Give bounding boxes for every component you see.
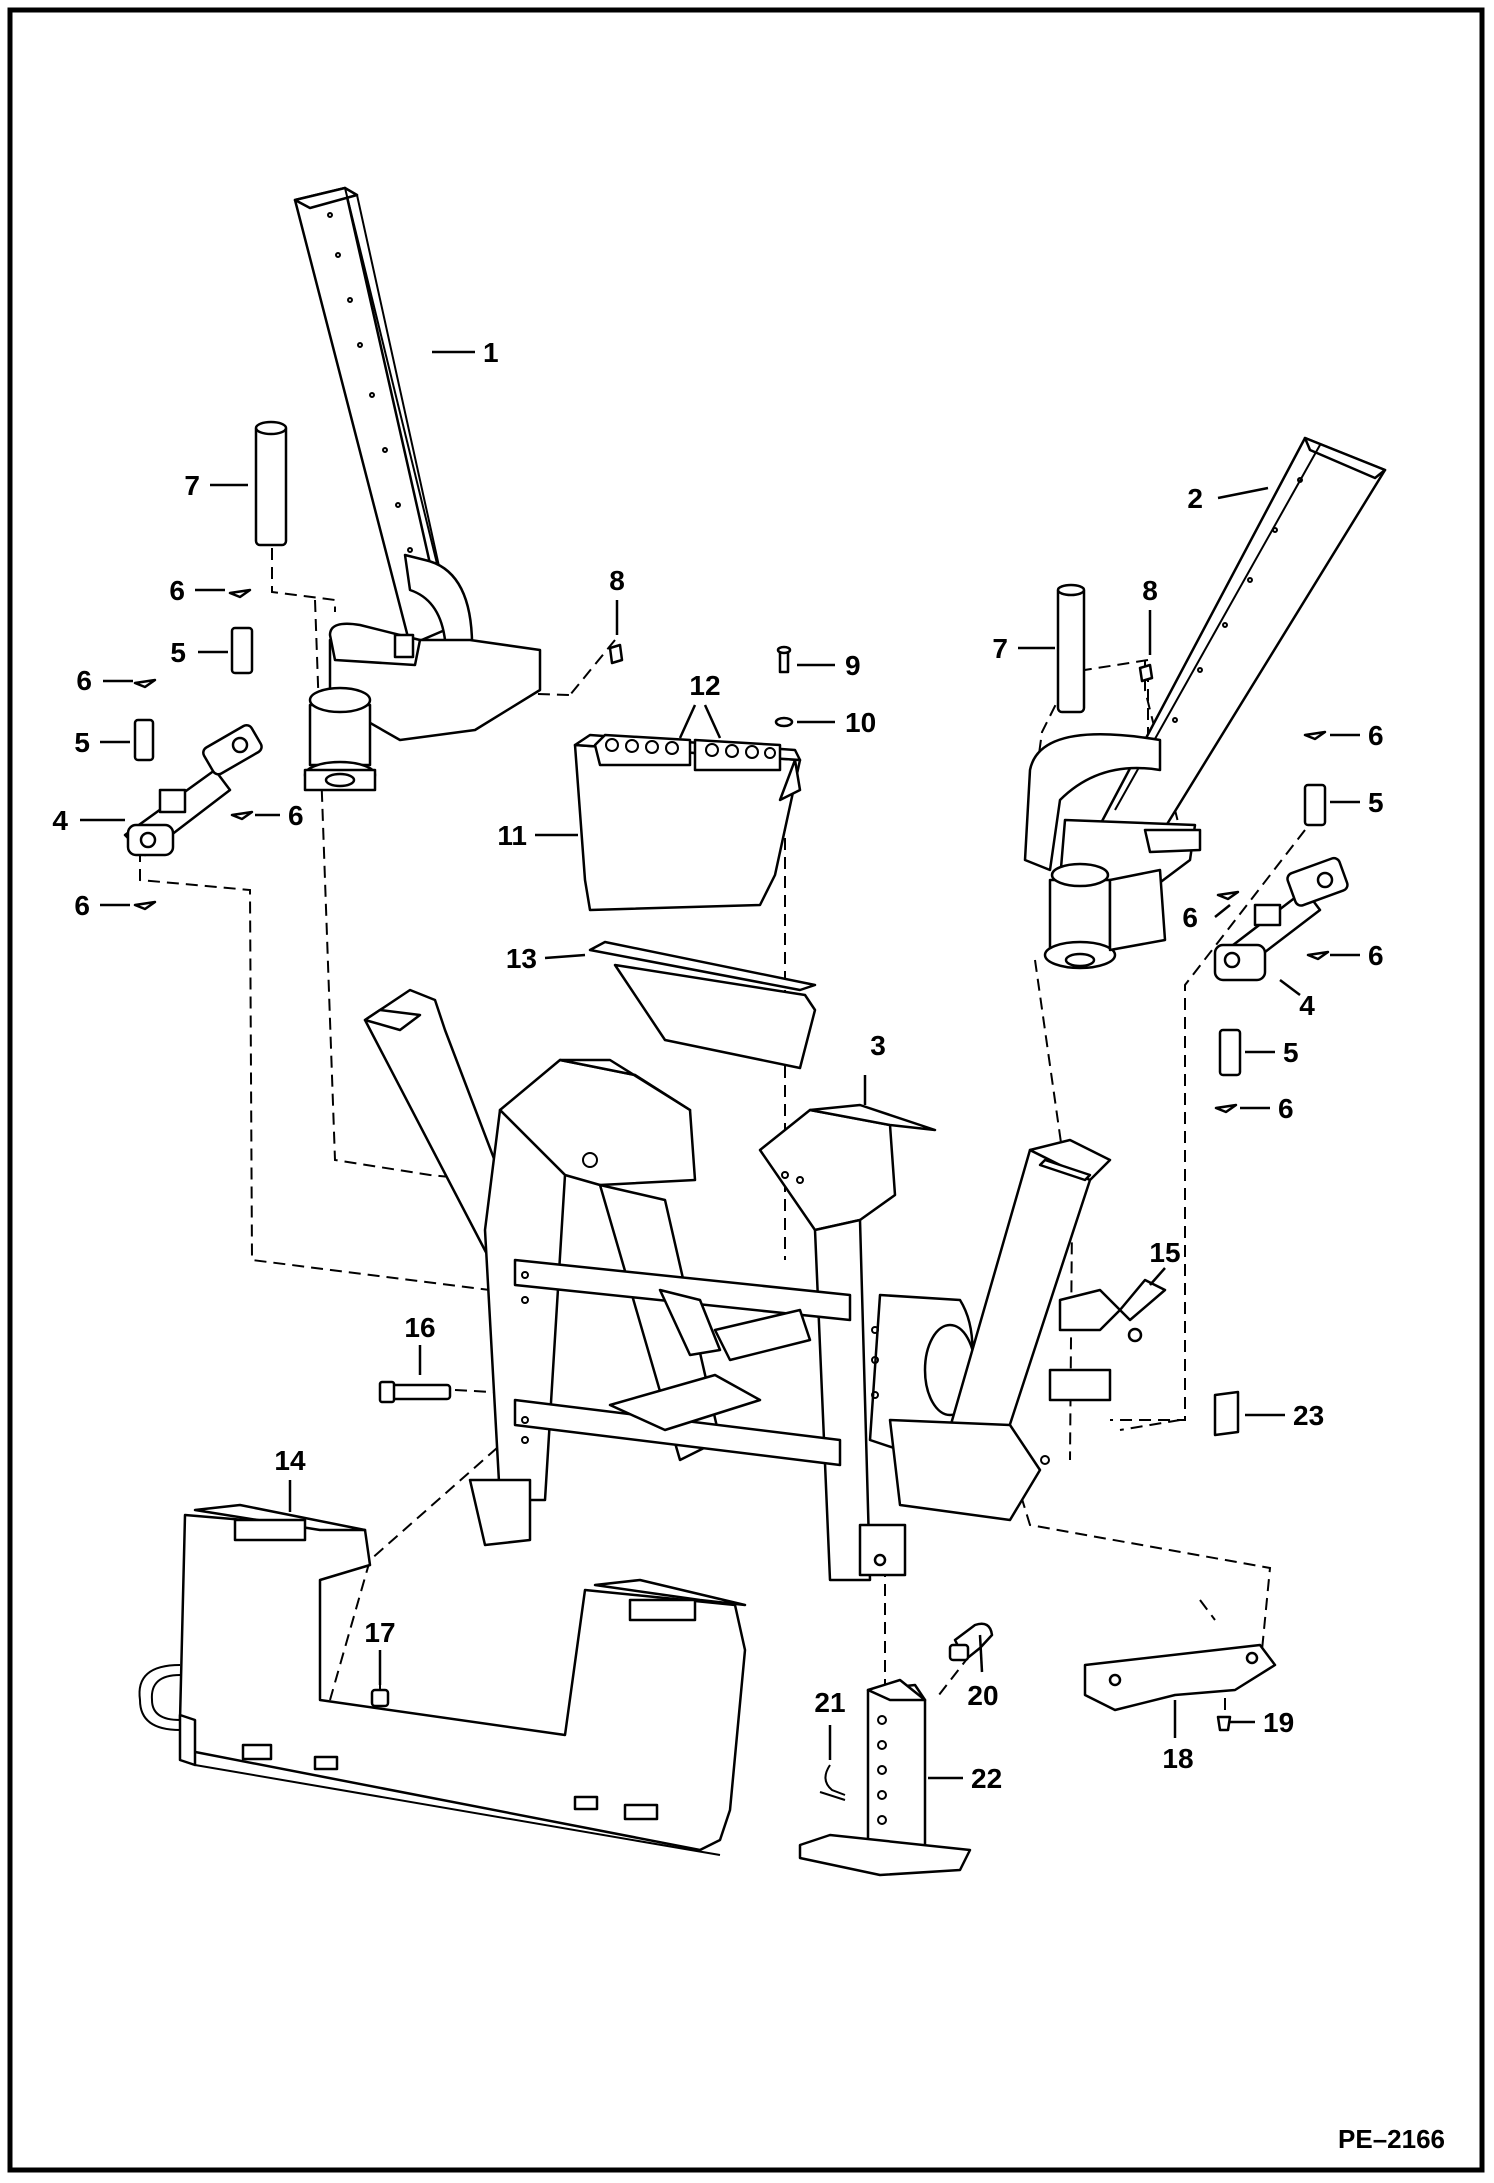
callout-18: 18	[1162, 1743, 1193, 1774]
callout-6-e: 6	[1368, 720, 1384, 751]
leader-lines	[80, 350, 1360, 1780]
part-16-bolt	[378, 1380, 452, 1404]
part-5-bushing-left-lower	[133, 718, 155, 762]
part-21-hair-pin	[819, 1764, 846, 1801]
callout-2: 2	[1187, 483, 1203, 514]
diagram-border	[7, 7, 1485, 2173]
callout-6-h: 6	[1278, 1093, 1294, 1124]
part-7-pin-right	[1056, 583, 1086, 714]
part-20-elbow-fitting	[948, 1622, 994, 1662]
part-13-plate	[588, 940, 817, 1070]
part-5-bushing-right-lower	[1218, 1028, 1242, 1077]
callout-6-b: 6	[76, 665, 92, 696]
part-1-left-boom-arm	[293, 186, 542, 792]
callout-8-left: 8	[609, 565, 625, 596]
callout-11: 11	[497, 820, 527, 851]
callout-9: 9	[845, 650, 861, 681]
callout-3: 3	[870, 1030, 886, 1061]
callout-12: 12	[689, 670, 720, 701]
callout-7-left: 7	[184, 470, 200, 501]
callout-5-left-upper: 5	[170, 637, 186, 668]
callout-4-right: 4	[1299, 990, 1315, 1021]
callout-23: 23	[1293, 1400, 1324, 1431]
part-9-bolt	[776, 645, 792, 674]
callout-16: 16	[404, 1312, 435, 1343]
callout-labels: 1 2 3 4 4 5 5 5 5 6 6 6 6 6 6 6 6 7 7 8 …	[52, 337, 1383, 1794]
callout-5-right-lower: 5	[1283, 1037, 1299, 1068]
part-4-cylinder-left	[123, 723, 263, 857]
part-2-right-boom-arm	[1023, 436, 1387, 970]
callout-8-right: 8	[1142, 575, 1158, 606]
part-6-clips-right	[1214, 730, 1330, 1114]
part-22-jack-stand	[798, 1678, 972, 1877]
callout-5-right-upper: 5	[1368, 787, 1384, 818]
callout-6-f: 6	[1182, 902, 1198, 933]
callout-19: 19	[1263, 1707, 1294, 1738]
part-15-spring-clip	[1118, 1278, 1167, 1343]
part-5-bushing-left-upper	[230, 626, 254, 675]
callout-1: 1	[483, 337, 499, 368]
part-17-nut	[370, 1688, 390, 1708]
part-4-cylinder-right	[1213, 856, 1349, 982]
part-6-clips-left	[133, 588, 254, 911]
callout-4-left: 4	[52, 805, 68, 836]
callout-20: 20	[967, 1680, 998, 1711]
part-14-mounting-plate	[138, 1503, 747, 1856]
part-18-guard	[1083, 1643, 1277, 1712]
callout-6-a: 6	[169, 575, 185, 606]
callout-22: 22	[971, 1763, 1002, 1794]
part-8-fitting-right	[1138, 663, 1154, 683]
callout-13: 13	[506, 943, 537, 974]
part-10-washer	[774, 716, 794, 728]
callout-14: 14	[274, 1445, 306, 1476]
callout-6-d: 6	[74, 890, 90, 921]
callout-6-c: 6	[288, 800, 304, 831]
part-8-fitting-left	[608, 643, 624, 665]
part-7-pin-left	[254, 420, 288, 547]
part-19-screw	[1216, 1715, 1232, 1732]
callout-5-left-lower: 5	[74, 727, 90, 758]
callout-6-g: 6	[1368, 940, 1384, 971]
callout-21: 21	[814, 1687, 845, 1718]
part-5-bushing-right-upper	[1303, 783, 1327, 827]
part-23-decal	[1213, 1390, 1240, 1437]
part-3-main-frame	[363, 988, 1122, 1582]
callout-10: 10	[845, 707, 876, 738]
part-12-valve-blocks	[593, 733, 782, 772]
drawing-id: PE–2166	[1338, 2124, 1445, 2154]
callout-7-right: 7	[992, 633, 1008, 664]
callout-15: 15	[1149, 1237, 1180, 1268]
callout-17: 17	[364, 1617, 395, 1648]
